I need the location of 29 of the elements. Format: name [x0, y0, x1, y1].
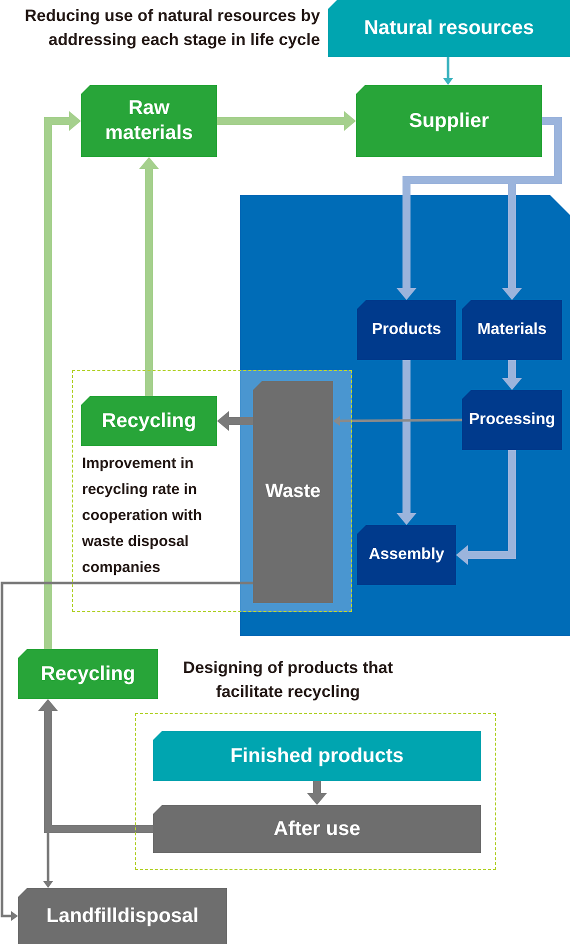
arrow [502, 360, 522, 390]
arrow [44, 111, 81, 649]
process-box: Products [357, 300, 456, 360]
process-box: Materials [462, 300, 562, 360]
arrow [217, 111, 356, 131]
process-box: Recycling [81, 396, 217, 446]
arrow [217, 410, 253, 431]
arrow [333, 416, 462, 426]
process-box: Assembly [357, 525, 456, 585]
process-box: Recycling [18, 649, 158, 699]
arrow [0, 582, 253, 921]
note-text: Designing of products that facilitate recycling [182, 658, 394, 703]
process-box: Natural resources [328, 0, 570, 57]
process-box: Raw materials [81, 85, 217, 157]
process-box: Supplier [356, 85, 542, 157]
note-text: Reducing use of natural resources by addressing each stage in life cycle [24, 6, 320, 51]
node-caption: Improvement in recycling rate in cooperation with waste disposal companies [82, 454, 203, 578]
process-box: Processing [462, 390, 562, 450]
arrow [38, 699, 153, 833]
arrow [139, 157, 159, 396]
arrow [456, 450, 516, 565]
arrow [307, 781, 327, 805]
process-box: After use [153, 805, 481, 853]
arrow [443, 57, 454, 85]
process-box: Finished products [153, 731, 481, 781]
process-box: Waste [253, 381, 333, 603]
process-box: Landfilldisposal [18, 888, 227, 944]
arrow [396, 360, 416, 525]
company-area [240, 195, 570, 636]
